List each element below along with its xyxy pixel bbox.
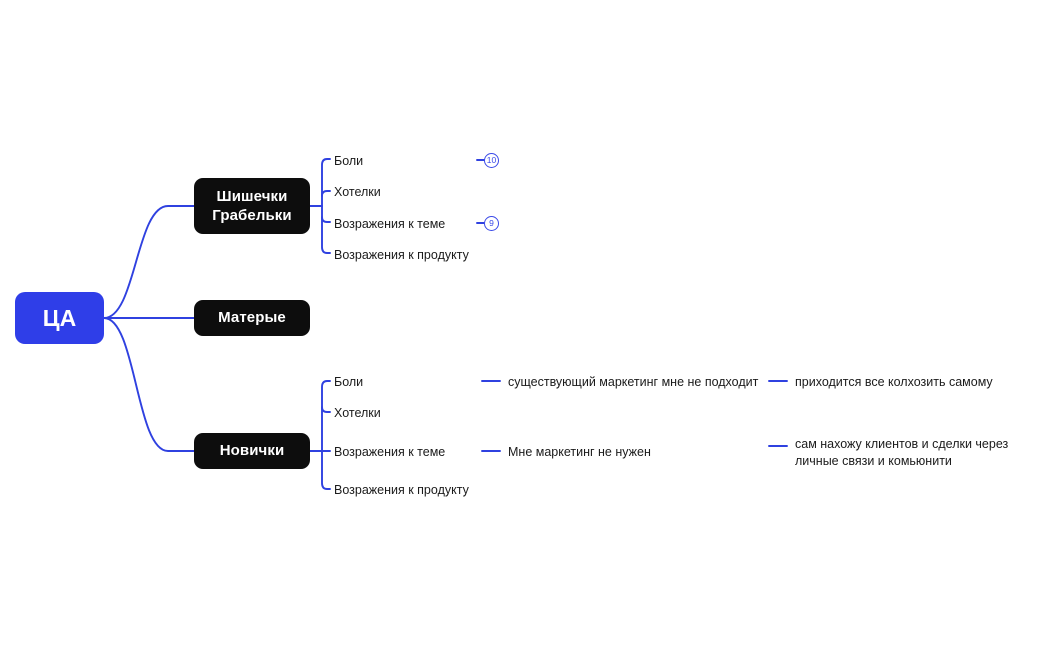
wire-branch-2-bracket [321,380,331,490]
branch-node-label-line2: Грабельки [212,207,292,224]
leaf-boli[interactable]: Боли [334,375,364,389]
wire-root-to-branch-2 [103,317,195,452]
leaf-vozrazheniya-k-produktu[interactable]: Возражения к продукту [334,248,469,262]
wire-branch-0-child-1 [321,190,331,197]
leaf-vozrazheniya-k-teme[interactable]: Возражения к теме [334,217,446,231]
subdetail-kolhozit-samomu[interactable]: приходится все колхозить самому [795,375,993,389]
detail-marketing-ne-podhodit[interactable]: существующий маркетинг мне не подходит [508,375,759,389]
leaf-hotelki[interactable]: Хотелки [334,406,381,420]
branch-node-materye[interactable]: Матерые [194,300,310,336]
branch-node-shishechki-grabelki[interactable]: Шишечки Грабельки [194,178,310,234]
leaf-vozrazheniya-k-produktu[interactable]: Возражения к продукту [334,483,469,497]
root-node-label: ЦА [42,304,77,331]
root-node[interactable]: ЦА [15,292,104,344]
wire-branch-0-child-2 [321,216,331,223]
wire-branch-0-bracket [321,158,331,254]
leaf-vozrazheniya-k-teme[interactable]: Возражения к теме [334,445,446,459]
branch-node-label: Матерые [218,309,286,327]
leaf-hotelki[interactable]: Хотелки [334,185,381,199]
branch-node-novichki[interactable]: Новички [194,433,310,469]
subdetail-lichnye-svyazi[interactable]: сам нахожу клиентов и сделки через личны… [795,437,1009,468]
leaf-boli[interactable]: Боли [334,154,364,168]
wire-branch-2-child-1 [321,406,331,413]
branch-node-label-line1: Шишечки [216,187,288,205]
collapsed-count-badge[interactable]: 9 [484,216,499,231]
branch-node-label: Новички [219,442,285,460]
collapsed-count-badge[interactable]: 10 [484,153,499,168]
wire-root-to-branch-0 [103,205,195,319]
detail-marketing-ne-nuzhen[interactable]: Мне маркетинг не нужен [508,445,651,459]
